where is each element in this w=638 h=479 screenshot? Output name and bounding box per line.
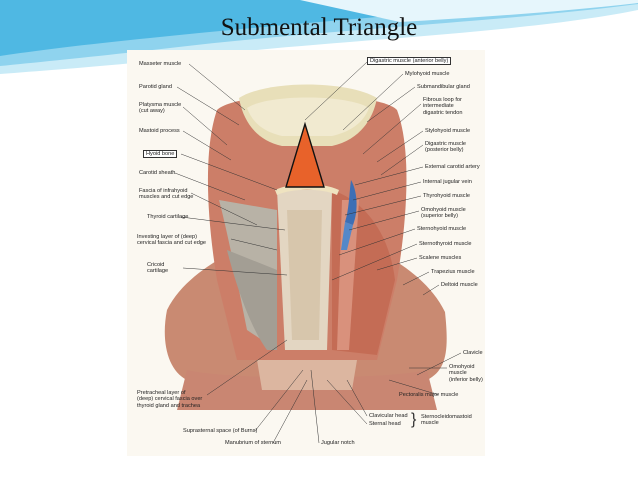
label-sternocleidomastoid: Sternocleidomastoid muscle [421, 414, 472, 427]
slide-title: Submental Triangle [220, 14, 418, 41]
label-stylohyoid-muscle: Stylohyoid muscle [425, 128, 471, 134]
label-investing-layer: Investing layer of (deep) cervical fasci… [137, 234, 207, 247]
label-platysma-muscle: Platysma muscle (cut away) [139, 102, 182, 115]
label-clavicle: Clavicle [463, 350, 483, 356]
label-digastric-posterior: Digastric muscle (posterior belly) [425, 141, 467, 154]
label-manubrium: Manubrium of sternum [225, 440, 281, 446]
label-digastric-anterior: Digastric muscle (anterior belly) [367, 57, 452, 66]
anatomy-figure: Masseter muscle Parotid gland Platysma m… [127, 50, 485, 456]
label-sternothyroid-muscle: Sternothyroid muscle [419, 241, 472, 247]
label-trapezius-muscle: Trapezius muscle [431, 269, 475, 275]
label-internal-jugular: Internal jugular vein [423, 179, 472, 185]
neck-anatomy-illustration [164, 61, 462, 444]
label-mastoid-process: Mastoid process [139, 128, 180, 134]
label-pectoralis-major: Pectoralis major muscle [399, 392, 459, 398]
label-fascia-infrahyoid: Fascia of infrahyoid muscles and cut edg… [139, 188, 194, 201]
label-external-carotid: External carotid artery [425, 164, 480, 170]
label-cricoid-cartilage: Cricoid cartilage [147, 262, 169, 275]
label-scalene-muscles: Scalene muscles [419, 255, 462, 261]
label-hyoid-bone: Hyoid bone [143, 150, 178, 159]
brace-icon: } [411, 411, 417, 428]
label-thyroid-cartilage: Thyroid cartilage [147, 214, 189, 220]
label-parotid-gland: Parotid gland [139, 84, 172, 90]
label-mylohyoid-muscle: Mylohyoid muscle [405, 71, 450, 77]
label-omohyoid-inferior: Omohyoid muscle (inferior belly) [449, 364, 483, 383]
label-sternohyoid-muscle: Sternohyoid muscle [417, 226, 467, 232]
label-fibrous-loop: Fibrous loop for intermediate digastric … [423, 97, 463, 116]
label-suprasternal-space: Suprasternal space (of Burns) [183, 428, 258, 434]
label-omohyoid-superior: Omohyoid muscle (superior belly) [421, 207, 466, 220]
label-carotid-sheath: Carotid sheath [139, 170, 176, 176]
label-pretracheal-layer: Pretracheal layer of (deep) cervical fas… [137, 390, 203, 409]
label-masseter-muscle: Masseter muscle [139, 61, 182, 67]
label-jugular-notch: Jugular notch [321, 440, 355, 446]
label-submandibular-gland: Submandibular gland [417, 84, 470, 90]
label-deltoid-muscle: Deltoid muscle [441, 282, 478, 288]
label-sternal-head: Sternal head [369, 421, 401, 427]
label-thyrohyoid-muscle: Thyrohyoid muscle [423, 193, 470, 199]
label-clavicular-head: Clavicular head [369, 413, 408, 419]
